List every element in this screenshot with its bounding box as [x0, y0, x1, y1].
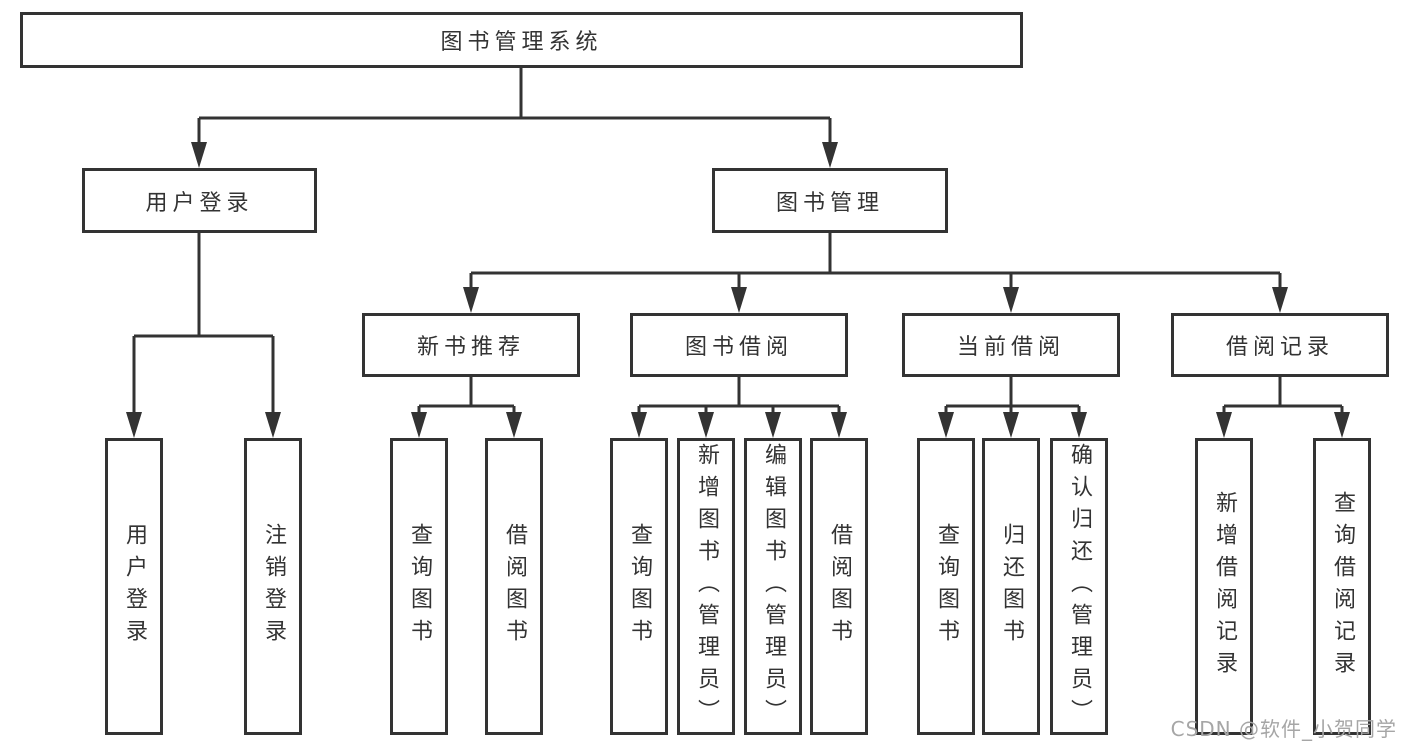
node-query-books-recommend: 查询图书	[390, 438, 448, 735]
csdn-watermark: CSDN @软件_小贺同学	[1170, 717, 1397, 741]
node-book-management: 图书管理	[712, 168, 948, 233]
node-new-book-recommend: 新书推荐	[362, 313, 580, 377]
node-borrow-books: 借阅图书	[810, 438, 868, 735]
node-login-action: 用户登录	[105, 438, 163, 735]
node-current-borrow: 当前借阅	[902, 313, 1120, 377]
node-borrow-records: 借阅记录	[1171, 313, 1389, 377]
node-query-books-current: 查询图书	[917, 438, 975, 735]
node-return-books: 归还图书	[982, 438, 1040, 735]
node-query-borrow-record: 查询借阅记录	[1313, 438, 1371, 735]
node-book-borrow: 图书借阅	[630, 313, 848, 377]
node-logout-action: 注销登录	[244, 438, 302, 735]
node-add-books-admin: 新增图书（管理员）	[677, 438, 735, 735]
node-user-login: 用户登录	[82, 168, 317, 233]
node-borrow-books-recommend: 借阅图书	[485, 438, 543, 735]
node-root-system: 图书管理系统	[20, 12, 1023, 68]
node-confirm-return-admin: 确认归还（管理员）	[1050, 438, 1108, 735]
node-add-borrow-record: 新增借阅记录	[1195, 438, 1253, 735]
node-edit-books-admin: 编辑图书（管理员）	[744, 438, 802, 735]
node-query-books-borrow: 查询图书	[610, 438, 668, 735]
